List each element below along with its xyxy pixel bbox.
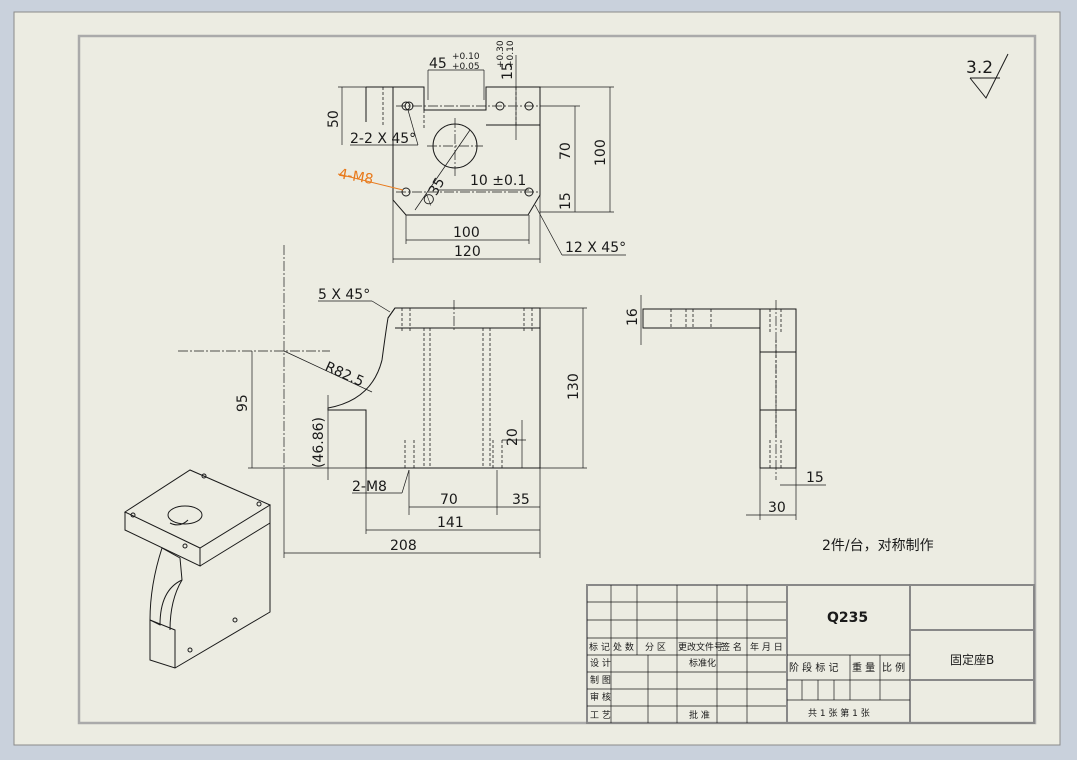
col-docno: 更改文件号 <box>678 641 723 653</box>
top-dim-45: 45 <box>429 56 447 72</box>
top-dim-50: 50 <box>326 110 342 128</box>
top-chamfer-2: 2-2 X 45° <box>350 131 416 147</box>
top-dim-15: 15 <box>500 62 516 80</box>
top-tol-45-lower: +0.05 <box>452 62 480 72</box>
stage-mark: 阶 段 标 记 <box>789 661 839 674</box>
front-dim-35: 35 <box>512 492 530 508</box>
side-view: 16 15 30 <box>625 295 826 520</box>
top-dim-15b: 15 <box>558 192 574 210</box>
row-check: 审 核 <box>590 691 611 703</box>
col-mark: 标 记 <box>589 641 610 653</box>
col-zone: 分 区 <box>645 642 666 653</box>
col-date: 年 月 日 <box>750 641 783 653</box>
side-dim-16: 16 <box>625 308 641 326</box>
row-draw: 制 图 <box>590 674 611 686</box>
title-block: Q235 固定座B 标 记 处 数 分 区 更改文件号 签 名 年 月 日 设 … <box>586 584 1035 724</box>
material: Q235 <box>827 610 868 626</box>
front-dim-20: 20 <box>505 428 521 446</box>
front-dim-95: 95 <box>235 394 251 412</box>
front-dim-130: 130 <box>566 373 582 400</box>
row-design: 设 计 <box>590 657 611 669</box>
front-dim-141: 141 <box>437 515 464 531</box>
front-dim-70: 70 <box>440 492 458 508</box>
sheet-border <box>77 34 1037 725</box>
top-dim-120: 120 <box>454 244 481 260</box>
roughness-value: 3.2 <box>966 58 993 78</box>
top-dim-10: 10 ±0.1 <box>470 173 526 189</box>
scale: 比 例 <box>882 661 905 674</box>
top-tol-15-lower: +0.10 <box>506 40 516 68</box>
row-process: 工 艺 <box>590 710 611 721</box>
top-tol-15-upper: +0.30 <box>496 40 506 68</box>
weight: 重 量 <box>852 661 875 674</box>
top-thread-4m8: 4-M8 <box>337 166 374 188</box>
sheets: 共 1 张 第 1 张 <box>808 707 870 719</box>
side-dim-30: 30 <box>768 500 786 516</box>
production-note: 2件/台，对称制作 <box>822 538 934 554</box>
part-name: 固定座B <box>950 652 994 667</box>
sheet <box>13 11 1061 746</box>
roughness-symbol: 3.2 <box>966 53 1009 99</box>
front-dim-208: 208 <box>390 538 417 554</box>
col-count: 处 数 <box>613 641 634 653</box>
approve: 批 准 <box>689 709 710 721</box>
top-chamfer-12: 12 X 45° <box>565 240 626 256</box>
side-dim-15: 15 <box>806 470 824 486</box>
front-dim-4686: (46.86) <box>311 417 327 468</box>
top-dim-100v: 100 <box>593 139 609 166</box>
iso-view <box>123 469 272 669</box>
front-chamfer-5: 5 X 45° <box>318 287 370 303</box>
top-dim-100h: 100 <box>453 225 480 241</box>
top-tol-45-upper: +0.10 <box>452 52 480 62</box>
top-dim-70: 70 <box>558 142 574 160</box>
standardize: 标准化 <box>689 657 716 669</box>
col-sign: 签 名 <box>721 641 742 653</box>
top-view: 45 +0.10 +0.05 15 +0.30 +0.10 50 2-2 X 4… <box>326 40 626 263</box>
front-thread-2m8: 2-M8 <box>352 479 387 495</box>
